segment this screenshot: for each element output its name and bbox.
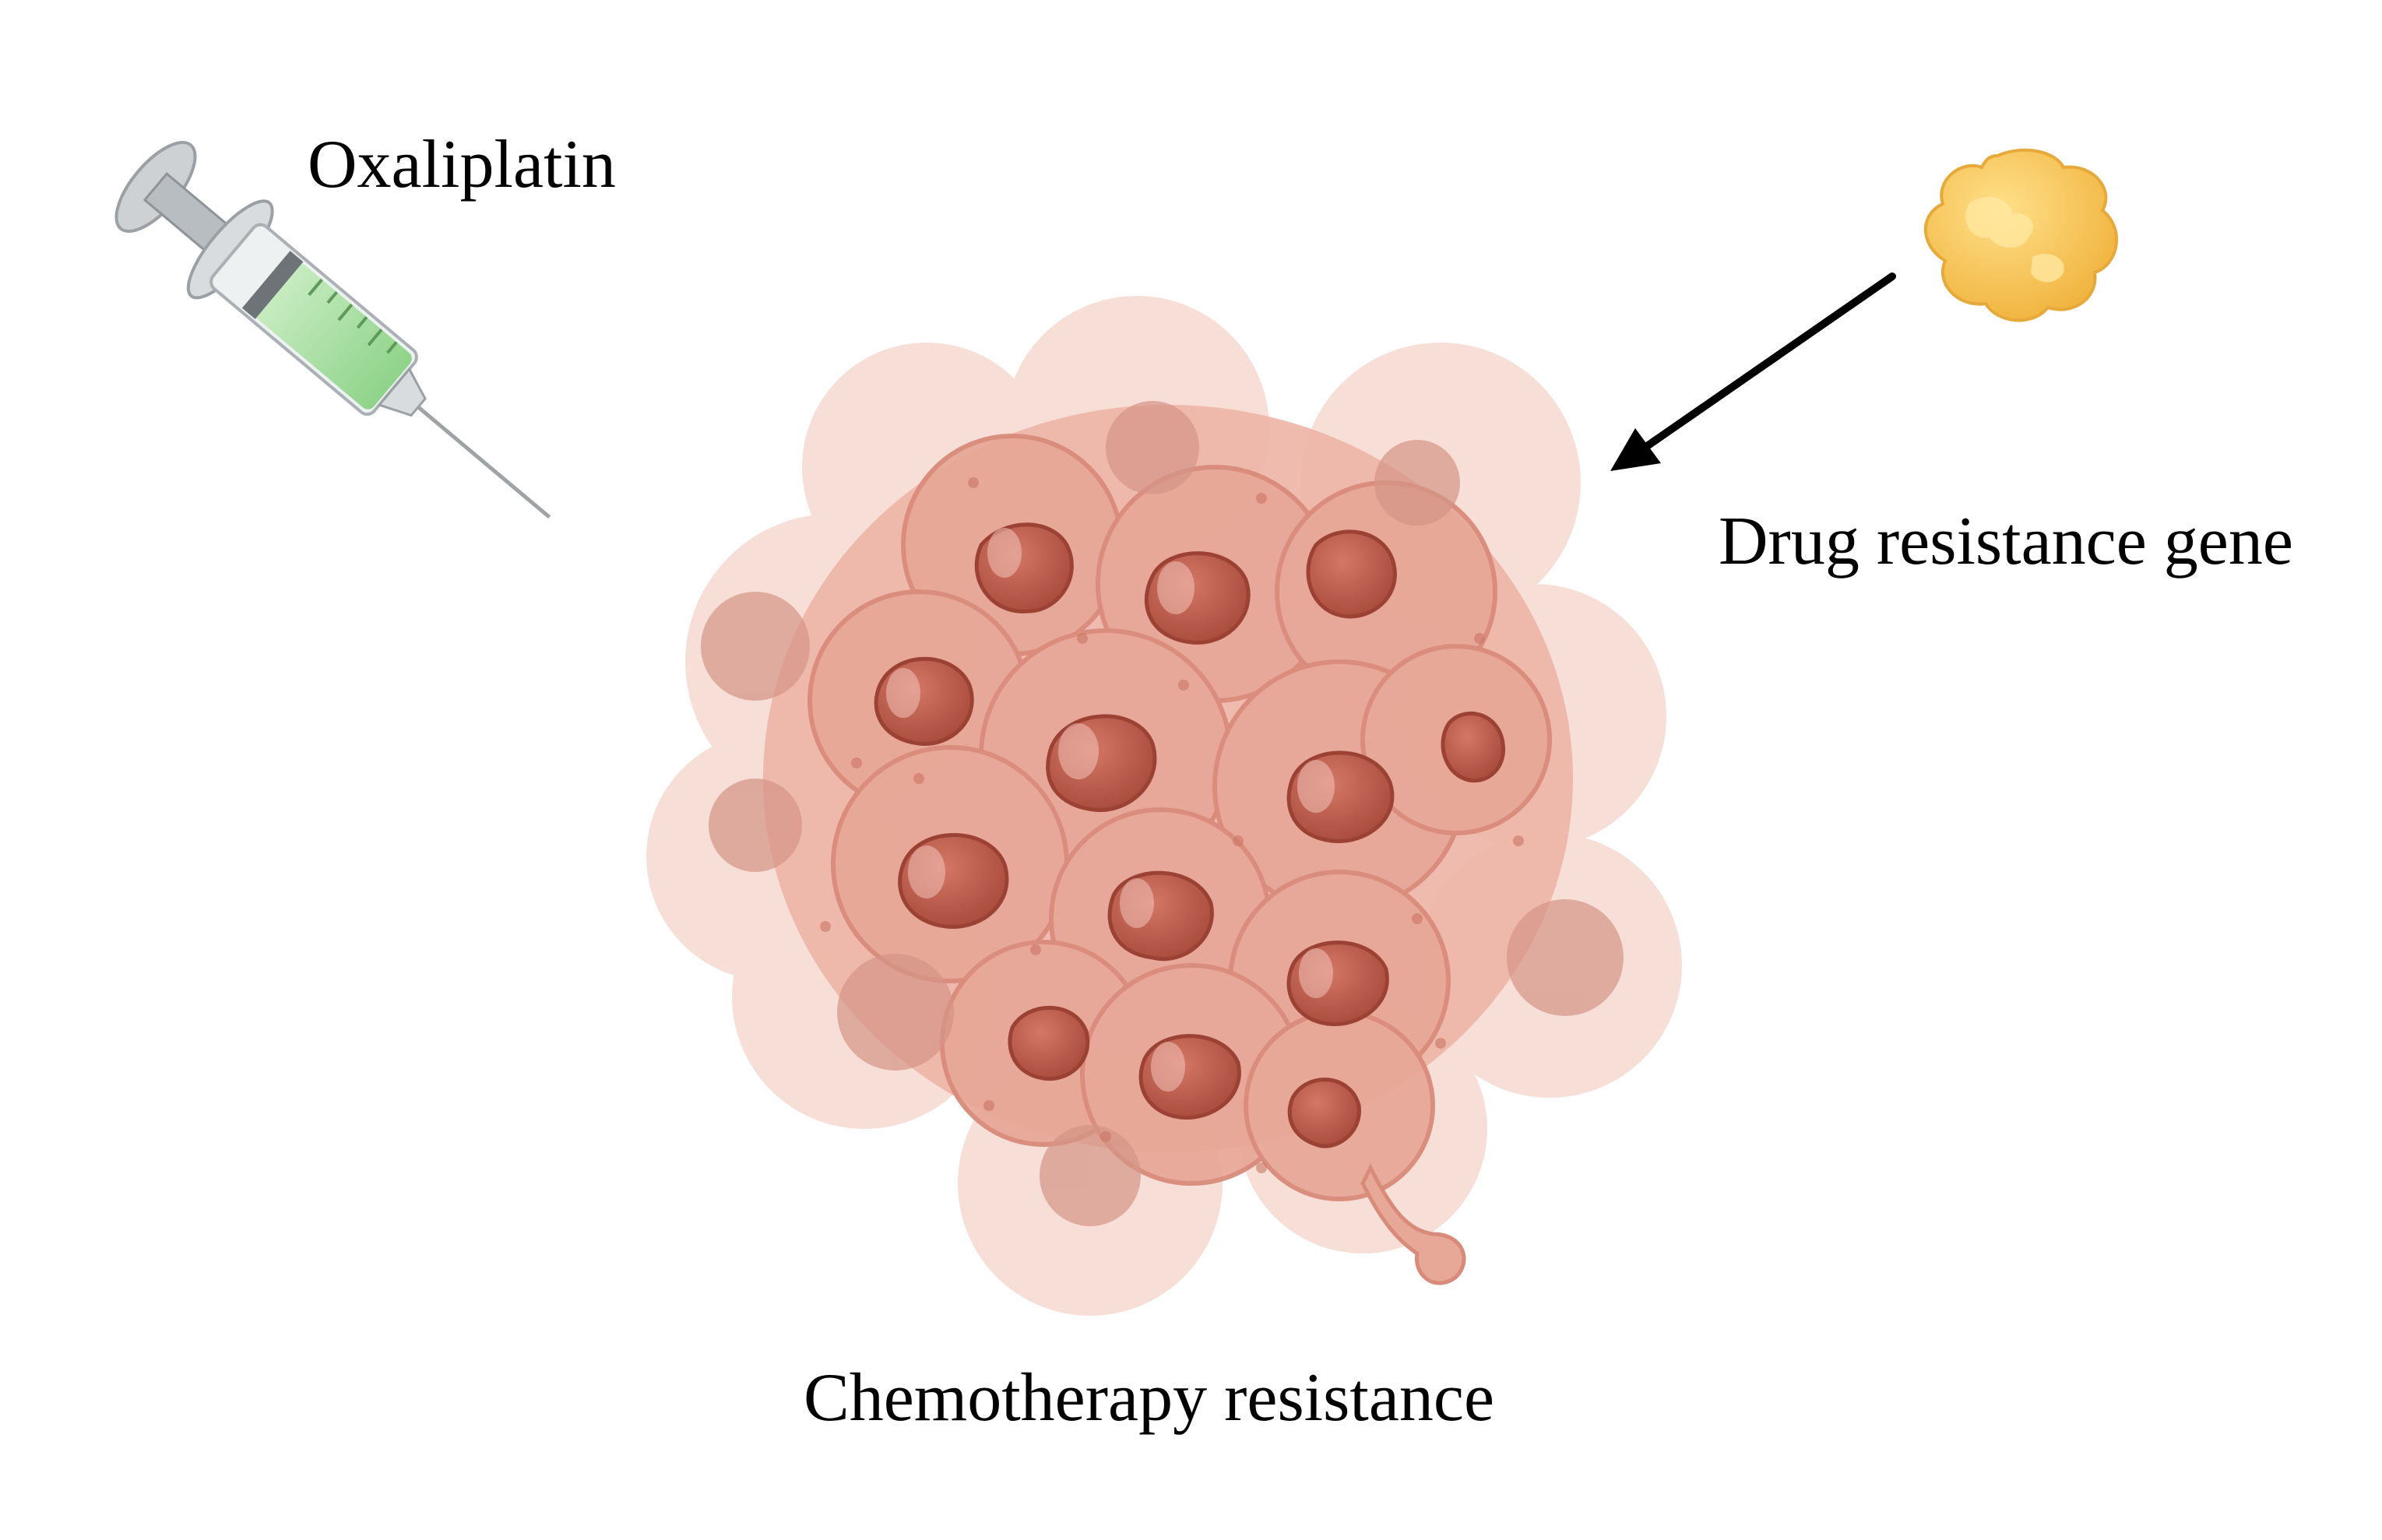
- gene-blob-icon: [1923, 148, 2118, 322]
- syringe-icon: [114, 141, 551, 519]
- gene-label: Drug resistance gene: [1719, 504, 2293, 579]
- drug-label: Oxaliplatin: [308, 127, 616, 202]
- tumor-cell-cluster: [646, 296, 1682, 1316]
- arrow-icon: [1610, 272, 1896, 471]
- outcome-label: Chemotherapy resistance: [804, 1360, 1495, 1436]
